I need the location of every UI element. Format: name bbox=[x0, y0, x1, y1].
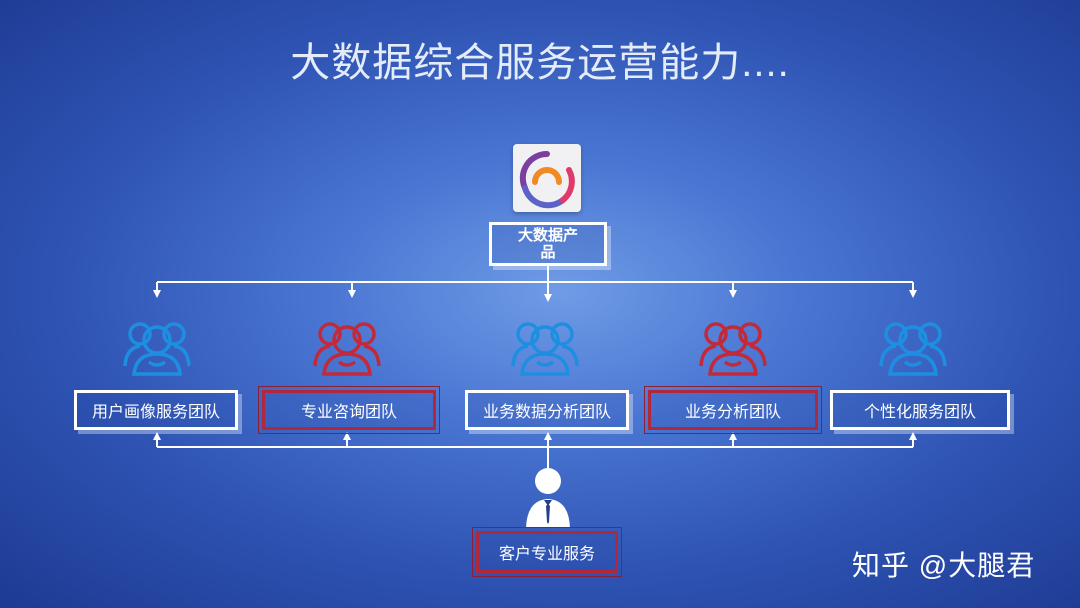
team-icon-1 bbox=[123, 322, 191, 376]
watermark: 知乎 @大腿君 bbox=[852, 550, 1036, 581]
client-service-box: 客户专业服务 bbox=[472, 527, 622, 577]
team-box-4: 业务分析团队 bbox=[644, 386, 822, 434]
team-box-2: 专业咨询团队 bbox=[258, 386, 440, 434]
client-person-icon bbox=[526, 468, 570, 528]
team-icon-2 bbox=[313, 322, 381, 376]
team-label-2: 专业咨询团队 bbox=[300, 404, 397, 421]
team-label-1: 用户画像服务团队 bbox=[91, 404, 220, 421]
product-label-line1: 大数据产 bbox=[517, 227, 578, 244]
team-box-1: 用户画像服务团队 bbox=[74, 390, 238, 430]
product-logo bbox=[513, 144, 581, 212]
product-label-line2: 品 bbox=[540, 244, 556, 261]
team-label-3: 业务数据分析团队 bbox=[482, 404, 611, 421]
team-icon-5 bbox=[879, 322, 947, 376]
team-label-4: 业务分析团队 bbox=[684, 404, 781, 421]
diagram-title: 大数据综合服务运营能力.... bbox=[290, 41, 790, 85]
team-icon-4 bbox=[699, 322, 767, 376]
team-box-3: 业务数据分析团队 bbox=[465, 390, 629, 430]
product-box: 大数据产 品 bbox=[489, 222, 607, 266]
team-icon-3 bbox=[511, 322, 579, 376]
team-box-5: 个性化服务团队 bbox=[830, 390, 1010, 430]
team-label-5: 个性化服务团队 bbox=[863, 404, 976, 421]
client-service-label: 客户专业服务 bbox=[498, 546, 595, 563]
